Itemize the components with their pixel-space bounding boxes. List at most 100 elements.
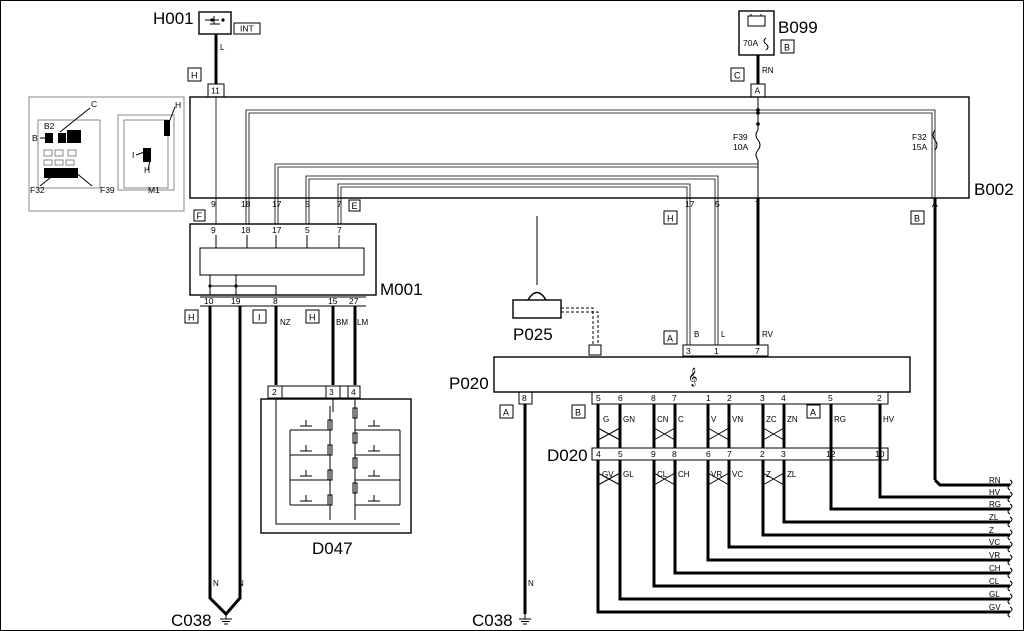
- locator-c: C: [91, 99, 97, 109]
- b002-body: [189, 96, 970, 199]
- p020-pin: 5: [828, 393, 833, 403]
- p020-pin: 7: [672, 393, 677, 403]
- p025-label: P025: [513, 325, 553, 344]
- p020-pin: 4: [781, 393, 786, 403]
- right-edge-label: CH: [989, 564, 1001, 573]
- p020-pin: 2: [727, 393, 732, 403]
- locator-inset: [28, 96, 185, 212]
- m001-pin: 5: [305, 225, 310, 235]
- b002-connector-e-label: E: [352, 201, 358, 211]
- p020-wire-label: CN: [657, 415, 669, 424]
- m001-wire-label: LM: [357, 318, 368, 327]
- p020-pin: 3: [686, 346, 691, 356]
- h001-int-label: INT: [240, 24, 254, 34]
- right-edge-label: RG: [989, 500, 1001, 509]
- p020-wire-label: C: [678, 415, 684, 424]
- d020-wire-label: CH: [678, 470, 690, 479]
- p020-pin: 7: [755, 346, 760, 356]
- m001-pin: 27: [349, 296, 359, 306]
- d020-pin: 10: [875, 449, 885, 459]
- d020-pin: 8: [672, 449, 677, 459]
- p020-wire-label: HV: [883, 415, 895, 424]
- locator-f32: F32: [30, 185, 45, 195]
- d020-wire-label: VR: [711, 470, 722, 479]
- b099-connector-c: [730, 67, 745, 82]
- h001-wire-label: L: [220, 43, 225, 52]
- m001-wire-label: BM: [336, 318, 348, 327]
- p020-wire-label: RV: [762, 330, 774, 339]
- b002-pin: 7: [337, 199, 342, 209]
- p020-wire-label: RG: [834, 415, 846, 424]
- b002-m001-wires: [215, 198, 342, 224]
- locator-b2: B2: [44, 121, 55, 131]
- b002-connector-f-label: F: [197, 211, 203, 221]
- c038-left-label: C038: [171, 611, 212, 630]
- h001-label: H001: [153, 9, 194, 28]
- b002-pin: 9: [211, 199, 216, 209]
- d020-wire-labels: GV GL CL CH VR VC Z ZL: [602, 470, 797, 479]
- b002-internal-wiring: [215, 97, 938, 198]
- p025-antenna: [512, 216, 602, 356]
- d047-body: [260, 398, 412, 534]
- d020-label: D020: [547, 446, 588, 465]
- b002-connector-b-label: B: [914, 214, 920, 224]
- d020-pin: 7: [727, 449, 732, 459]
- p020-wire-label: V: [711, 415, 717, 424]
- d047-pin: 4: [351, 387, 356, 397]
- p020-wire-label: GN: [623, 415, 635, 424]
- m001-body: [189, 223, 377, 296]
- p020-label: P020: [449, 374, 489, 393]
- c038-wire-label: N: [238, 579, 244, 588]
- b002-connector-h-label: H: [667, 214, 674, 224]
- p020-connector-a-top-label: A: [667, 334, 673, 344]
- b002-f32-name: F32: [912, 132, 927, 142]
- b002-label: B002: [974, 180, 1014, 199]
- d047-pin: 3: [329, 387, 334, 397]
- b099-connector-b-label: B: [784, 43, 790, 53]
- p020-top-pin-strip: [682, 344, 769, 357]
- d020-wire-label: Z: [766, 470, 771, 479]
- d020-wire-label: GV: [602, 470, 614, 479]
- d020-wire-label: ZL: [787, 470, 797, 479]
- right-edge-label: VC: [989, 538, 1000, 547]
- b099-battery: [738, 10, 775, 56]
- m001-connector-h1-label: H: [188, 313, 195, 323]
- m001-pin: 7: [337, 225, 342, 235]
- m001-pin: 15: [328, 296, 338, 306]
- p020-pin: 1: [714, 346, 719, 356]
- h001-pin-11: 11: [211, 86, 220, 96]
- d047-switch-matrix: [275, 398, 401, 525]
- right-edge-label: RN: [989, 476, 1001, 485]
- p020-ground-wire-label: N: [528, 579, 534, 588]
- p020-connector-a-left-label: A: [503, 408, 509, 418]
- p020-d020-wires: [596, 404, 882, 460]
- p020-connector-a-top: [663, 330, 678, 345]
- p020-wire-label: ZN: [787, 415, 798, 424]
- b002-connector-h: [663, 210, 678, 225]
- locator-i: I: [132, 150, 134, 160]
- right-edge-label: HV: [989, 488, 1001, 497]
- b002-f39-name: F39: [733, 132, 748, 142]
- m001-connector-h1: [184, 309, 199, 324]
- p020-pin: 1: [706, 393, 711, 403]
- d020-pin: 9: [651, 449, 656, 459]
- locator-f39: F39: [100, 185, 115, 195]
- p020-body: [493, 356, 911, 393]
- d047-pin: 2: [272, 387, 277, 397]
- d020-wire-label: GL: [623, 470, 634, 479]
- b002-pin: 5: [305, 199, 310, 209]
- b002-pin: 17: [272, 199, 282, 209]
- c038-right-ground-icon: [519, 614, 531, 625]
- p020-connector-a-right-label: A: [810, 408, 816, 418]
- m001-output-links: [209, 275, 277, 295]
- m001-pin: 19: [231, 296, 241, 306]
- p020-pin: 2: [877, 393, 882, 403]
- p020-bottom-pins: 5 6 8 7 1 2 3 4 5 2: [596, 393, 882, 403]
- m001-pin: 10: [204, 296, 214, 306]
- b002-bottom-pins: 9 18 17 5 7 17 5 7 A: [211, 199, 938, 209]
- p020-pin: 6: [618, 393, 623, 403]
- p020-pin: 8: [651, 393, 656, 403]
- d020-pin: 2: [760, 449, 765, 459]
- right-edge-label: GL: [989, 590, 1000, 599]
